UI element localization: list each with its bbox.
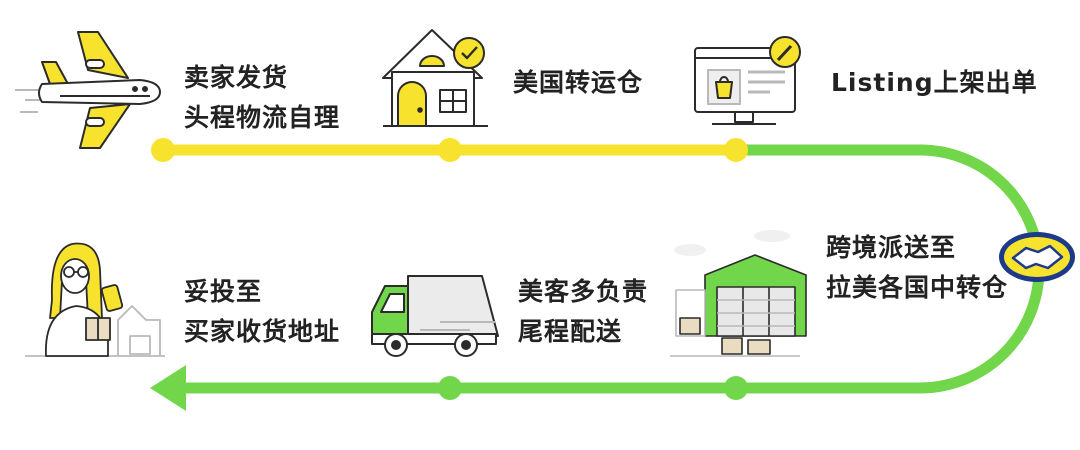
step-text-line: 卖家发货 [184,63,289,92]
step-label-seller-shipping: 卖家发货 头程物流自理 [184,58,340,138]
delivery-truck-icon [371,275,499,357]
warehouse-icon [670,230,807,357]
step-text-line: 美客多负责 [518,277,649,306]
step-text-line: 跨境派送至 [826,233,957,262]
handshake-logo-icon [999,232,1075,282]
step-text-line: 美国转运仓 [513,68,644,97]
step-label-listing: Listing上架出单 [831,63,1038,103]
step-text-line: 尾程配送 [518,317,623,346]
airplane-icon [15,31,161,149]
step-label-last-mile: 美客多负责 尾程配送 [518,272,648,352]
arrow-head-icon [150,365,186,411]
node-dot-3 [724,138,748,162]
step-text-line: 拉美各国中转仓 [826,273,1009,302]
node-dot-2 [438,138,462,162]
node-dot-4 [724,376,748,400]
node-dot-5 [438,376,462,400]
node-dot-1 [151,138,175,162]
step-text-line: 妥投至 [184,277,263,306]
step-text-line: 买家收货地址 [184,317,341,346]
step-label-delivered: 妥投至 买家收货地址 [184,272,340,352]
step-text-line: Listing上架出单 [831,68,1038,97]
step-text-line: 头程物流自理 [184,103,341,132]
step-label-cross-border: 跨境派送至 拉美各国中转仓 [826,228,1008,308]
person-package-icon [25,242,165,357]
monitor-listing-icon [694,36,801,125]
house-check-icon [382,29,488,127]
step-label-us-warehouse: 美国转运仓 [513,63,643,103]
